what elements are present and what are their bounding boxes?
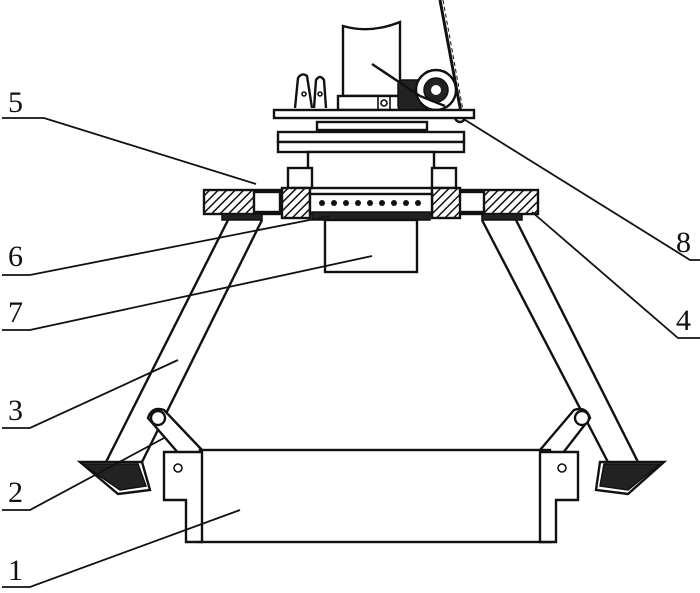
foot-pads — [76, 460, 668, 496]
label-6: 6 — [8, 240, 23, 273]
winch-pulley — [371, 63, 458, 112]
label-4: 4 — [676, 304, 691, 337]
label-7: 7 — [8, 296, 23, 329]
top-plate — [272, 108, 476, 154]
label-3: 3 — [8, 394, 23, 427]
label-1: 1 — [8, 554, 23, 587]
label-5: 5 — [8, 86, 23, 119]
support-legs — [104, 219, 642, 467]
bottom-body — [162, 448, 580, 544]
part-labels: 5 8 6 4 7 3 2 1 — [8, 86, 691, 587]
lower-shaft — [323, 218, 419, 274]
label-2: 2 — [8, 476, 23, 509]
slewing-frame — [202, 186, 540, 221]
rotation-housing — [286, 150, 458, 190]
leader-lines — [2, 117, 700, 588]
lifting-hook — [293, 73, 328, 109]
top-shaft — [336, 20, 406, 112]
label-8: 8 — [676, 226, 691, 259]
connecting-links — [146, 407, 592, 464]
